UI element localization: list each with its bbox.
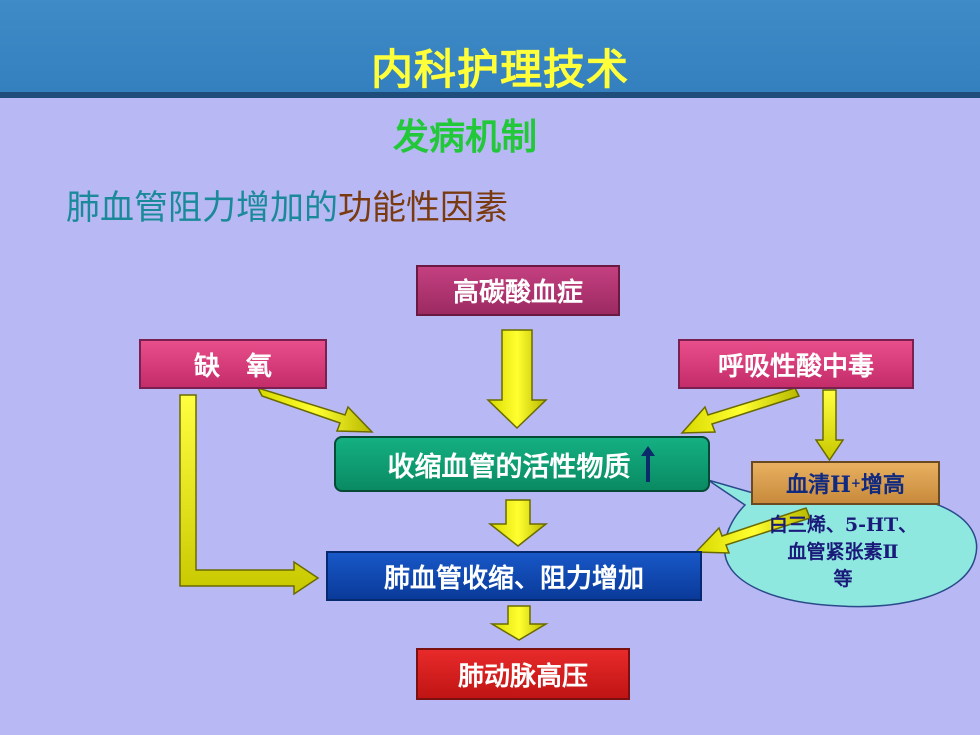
heading-part1: 肺血管阻力增加的 <box>66 188 338 228</box>
heading-part2: 功能性因素 <box>338 188 508 228</box>
arrow-hypercapnia-down <box>486 329 548 430</box>
callout-text: 白三烯、5-HT、 血管紧张素Ⅱ 等 <box>768 514 918 590</box>
node-hypoxia: 缺 氧 <box>139 339 327 389</box>
arrow-vasoconstriction-down <box>489 605 549 641</box>
arrow-acidosis-down <box>814 389 845 462</box>
diagram-heading: 肺血管阻力增加的功能性因素 <box>66 180 508 229</box>
arrow-acidosis-diagonal <box>680 387 801 434</box>
node-hypercapnia: 高碳酸血症 <box>416 265 620 316</box>
node-pulmonary-hypertension: 肺动脉高压 <box>416 648 630 700</box>
arrow-up-icon <box>640 446 655 482</box>
section-subtitle: 发病机制 <box>392 117 537 158</box>
node-serum-h: 血清H+增高 <box>751 461 940 505</box>
node-vasoactive-substances: 收缩血管的活性物质 <box>334 436 710 492</box>
page-title: 内科护理技术 <box>370 45 629 94</box>
arrow-hypoxia-elbow <box>179 394 320 596</box>
arrow-hypoxia-diagonal <box>256 386 374 433</box>
arrow-callout-diagonal <box>694 507 811 554</box>
node-vasoconstriction: 肺血管收缩、阻力增加 <box>326 551 702 601</box>
node-respiratory-acidosis: 呼吸性酸中毒 <box>678 339 914 389</box>
header-bar <box>0 0 980 92</box>
arrow-vasoactive-down <box>487 499 549 547</box>
header-divider <box>0 92 980 98</box>
